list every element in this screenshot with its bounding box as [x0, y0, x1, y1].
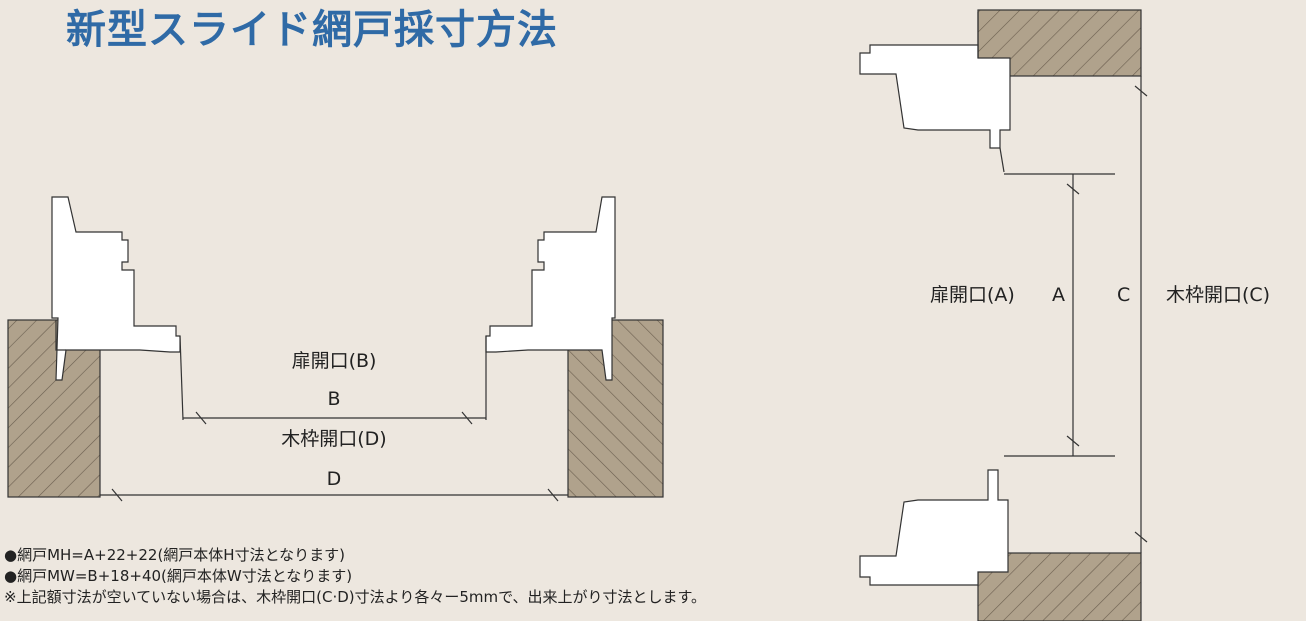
note-remark: ※上記額寸法が空いていない場合は、木枠開口(C·D)寸法より各々ー5mmで、出来… — [4, 588, 706, 606]
dimension-d-letter: D — [326, 468, 342, 490]
note-mh-formula: ●網戸MH=A+22+22(網戸本体H寸法となります) — [4, 546, 345, 564]
left-frame-profile — [51, 196, 181, 381]
dimension-c-letter: C — [1117, 284, 1131, 306]
notes: ●網戸MH=A+22+22(網戸本体H寸法となります) ●網戸MW=B+18+4… — [4, 545, 706, 608]
right-frame-profile — [485, 196, 616, 381]
top-frame-profile — [859, 44, 1011, 149]
wood-opening-d-label: 木枠開口(D) — [281, 428, 387, 450]
bottom-frame-profile — [859, 469, 1009, 586]
note-mw-formula: ●網戸MW=B+18+40(網戸本体W寸法となります) — [4, 567, 353, 585]
wood-opening-c-label: 木枠開口(C) — [1166, 284, 1271, 306]
door-opening-a-label: 扉開口(A) — [930, 284, 1015, 306]
horizontal-section-diagram — [7, 196, 664, 502]
dimension-b-letter: B — [327, 388, 341, 410]
dimension-a-letter: A — [1052, 284, 1065, 306]
door-opening-b-label: 扉開口(B) — [291, 350, 377, 372]
right-wood-frame — [567, 319, 664, 498]
page-title: 新型スライド網戸採寸方法 — [66, 7, 558, 53]
vertical-section-diagram — [859, 9, 1148, 621]
